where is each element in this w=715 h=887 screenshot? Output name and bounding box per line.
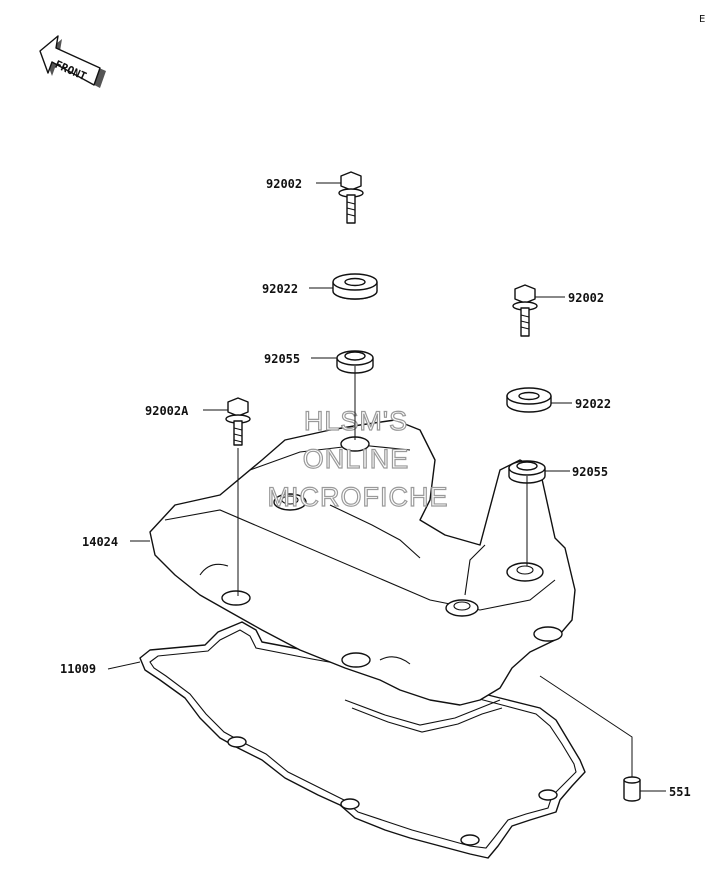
watermark-line-1: HLSM'S bbox=[304, 406, 408, 436]
cylinder-head-cover bbox=[149, 419, 576, 706]
label-washer-upper: 92022 bbox=[262, 282, 298, 296]
label-cylinder-head-cover: 14024 bbox=[82, 535, 118, 549]
label-grommet-upper: 92055 bbox=[264, 352, 300, 366]
watermark-line-2: ONLINE bbox=[303, 444, 410, 474]
watermark-line-3: MICROFICHE bbox=[268, 482, 449, 512]
label-bolt-left: 92002A bbox=[145, 404, 189, 418]
watermark: HLSM'S ONLINE MICROFICHE bbox=[267, 405, 449, 512]
bolt-left bbox=[225, 397, 251, 446]
label-grommet-right: 92055 bbox=[572, 465, 608, 479]
corner-mark: E bbox=[699, 14, 705, 25]
grommet-right bbox=[508, 460, 546, 484]
grommet-upper bbox=[336, 350, 374, 374]
washer-upper bbox=[332, 273, 378, 300]
dowel-pin bbox=[623, 776, 641, 802]
label-dowel-pin: 551 bbox=[669, 785, 691, 799]
front-arrow-icon: FRONT bbox=[39, 35, 106, 88]
label-bolt-right: 92002 bbox=[568, 291, 604, 305]
part-labels: 92002 92022 92055 92002 92022 92055 9200… bbox=[60, 177, 691, 799]
bolt-upper bbox=[338, 171, 364, 224]
label-washer-right: 92022 bbox=[575, 397, 611, 411]
bolt-right bbox=[512, 284, 538, 337]
leader-lines bbox=[107, 182, 666, 792]
washer-right bbox=[506, 387, 552, 413]
label-cover-gasket: 11009 bbox=[60, 662, 96, 676]
label-bolt-upper: 92002 bbox=[266, 177, 302, 191]
